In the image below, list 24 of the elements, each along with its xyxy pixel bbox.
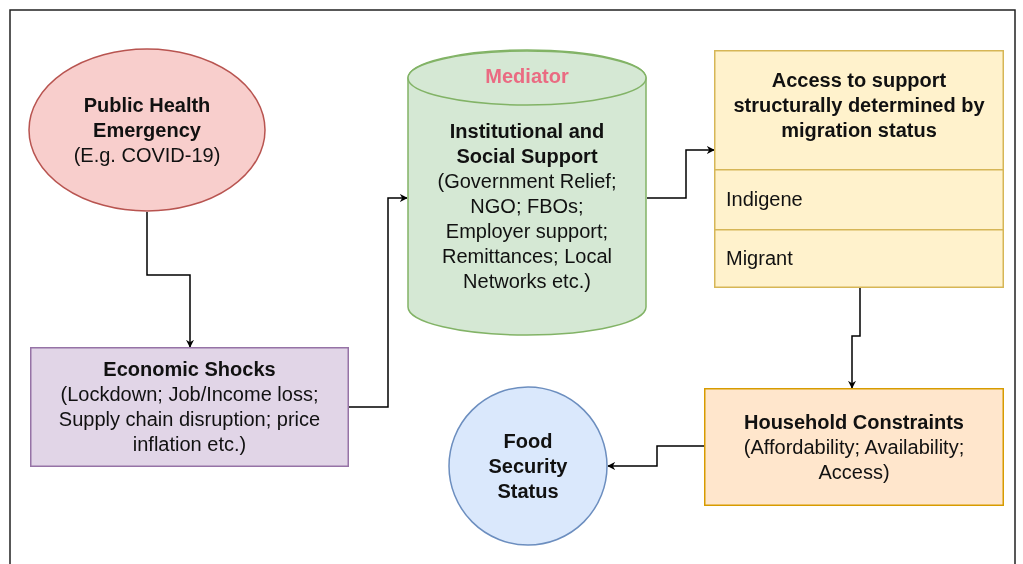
- cylinder-node: [407, 50, 647, 335]
- arrow: [146, 211, 194, 348]
- node-description: (Affordability; Availability; Access): [742, 434, 966, 485]
- mediator-label: Mediator: [485, 64, 569, 89]
- ellipse-node: [28, 48, 266, 212]
- node-description: (E.g. COVID-19): [72, 142, 222, 168]
- node-title: Food Security Status: [487, 428, 569, 504]
- circle-node: [448, 386, 608, 546]
- arrow: [646, 146, 715, 199]
- arrow: [607, 445, 705, 470]
- list-container: [714, 50, 1004, 288]
- node-title: Public Health Emergency: [82, 92, 212, 143]
- list-heading: Access to support structurally determined by migration status: [732, 68, 986, 143]
- node-title: Household Constraints: [743, 409, 965, 435]
- arrow: [348, 194, 408, 408]
- node-description: (Lockdown; Job/Income loss; Supply chain disruption; price inflation etc.): [57, 382, 322, 457]
- process-box: [704, 388, 1004, 506]
- node-description: (Government Relief; NGO; FBOs; Employer support; Remittances; Local Networks etc.): [436, 169, 618, 294]
- node-title: Economic Shocks: [102, 357, 277, 382]
- arrow: [848, 287, 861, 389]
- process-box: [30, 347, 349, 467]
- row-label: Indigene: [726, 186, 803, 212]
- row-label: Migrant: [726, 246, 793, 271]
- node-title: Institutional and Social Support: [448, 119, 606, 169]
